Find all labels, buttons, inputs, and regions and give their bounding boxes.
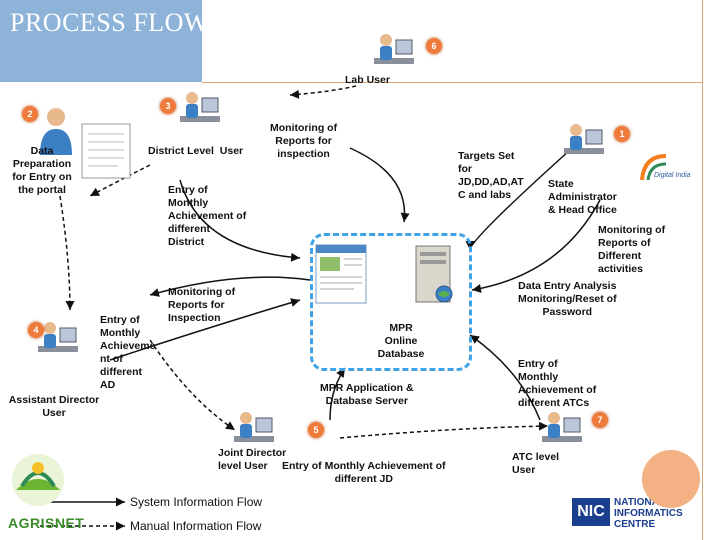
nic-logo-text: NATIONAL INFORMATICS CENTRE	[614, 497, 683, 530]
badge-6: 6	[426, 38, 442, 54]
joint-director-label: Joint Director level User	[218, 447, 287, 472]
badge-1: 1	[614, 126, 630, 142]
arrow-ad-to-jd	[149, 339, 236, 431]
arrow-state-monitoring	[471, 199, 601, 293]
atc-user-icon	[542, 412, 582, 442]
assistant-director-icon	[38, 322, 78, 352]
assistant-director-label: Assistant Director User	[8, 394, 100, 419]
state-administrator-label: State Administrator & Head Office	[548, 178, 617, 216]
district-user-icon	[180, 92, 220, 122]
data-preparation-label: Data Preparation for Entry on the portal	[12, 145, 72, 196]
title-banner	[0, 0, 202, 82]
monitoring-activities-label: Monitoring of Reports of Different activ…	[598, 224, 666, 275]
badge-7: 7	[592, 412, 608, 428]
monitoring-inspection-mid-label: Monitoring of Reports for Inspection	[168, 286, 236, 324]
legend-manual-label: Manual Information Flow	[130, 519, 262, 533]
digital-india-logo-icon	[640, 154, 667, 181]
database-server-box	[310, 233, 472, 371]
agrisnet-logo-icon	[12, 454, 64, 506]
badge-3: 3	[160, 98, 176, 114]
arrow-prep-to-ad	[59, 195, 75, 311]
entry-atc-label: Entry of Monthly Achievement of differen…	[518, 358, 597, 409]
accent-circle	[642, 450, 700, 508]
nic-line-3: CENTRE	[614, 519, 656, 530]
arrow-monitoring-top	[349, 147, 410, 223]
district-level-user-label: District Level User	[148, 145, 244, 157]
nic-line-2: INFORMATICS	[614, 508, 683, 519]
arrow-district-entry	[179, 179, 301, 262]
document-icon	[81, 123, 131, 179]
badge-4: 4	[28, 322, 44, 338]
agrisnet-logo-text: AGRISNET	[8, 515, 85, 531]
arrow-monitoring-mid	[149, 276, 311, 297]
mpr-application-server-label: MPR Application & Database Server	[320, 382, 414, 407]
right-frame	[702, 0, 720, 540]
digital-india-logo-text: Digital India	[654, 172, 691, 179]
data-prep-person-icon	[40, 108, 72, 155]
server-icon	[415, 245, 453, 303]
badge-5: 5	[308, 422, 324, 438]
lab-user-label: Lab User	[345, 74, 390, 86]
arrow-lab-user	[289, 85, 357, 99]
arrow-jd-entry	[329, 367, 346, 421]
data-entry-analysis-label: Data Entry Analysis Monitoring/Reset of …	[518, 280, 617, 318]
page-title: PROCESS FLOW	[10, 8, 209, 37]
state-admin-icon	[564, 124, 604, 154]
arrow-atc-entry	[469, 334, 541, 421]
mpr-online-database-label: MPR Online Database	[366, 322, 436, 362]
badge-2: 2	[22, 106, 38, 122]
legend-system-label: System Information Flow	[130, 495, 263, 509]
monitoring-inspection-top-label: Monitoring of Reports for inspection	[270, 122, 338, 160]
nic-logo-icon: NIC	[572, 498, 610, 526]
entry-district-label: Entry of Monthly Achievement of differen…	[168, 184, 247, 248]
entry-jd-label: Entry of Monthly Achievement of differen…	[282, 460, 446, 485]
targets-set-label: Targets Set for JD,DD,AD,AT C and labs	[458, 150, 524, 201]
lab-user-icon	[374, 34, 414, 64]
nic-line-1: NATIONAL	[614, 497, 665, 508]
joint-director-icon	[234, 412, 274, 442]
entry-ad-label: Entry of Monthly Achieveme nt of differe…	[100, 314, 156, 391]
atc-level-user-label: ATC level User	[512, 451, 560, 476]
arrow-ad-entry	[109, 298, 301, 361]
arrow-jd-to-atc	[339, 421, 549, 439]
web-page-icon	[315, 244, 367, 304]
